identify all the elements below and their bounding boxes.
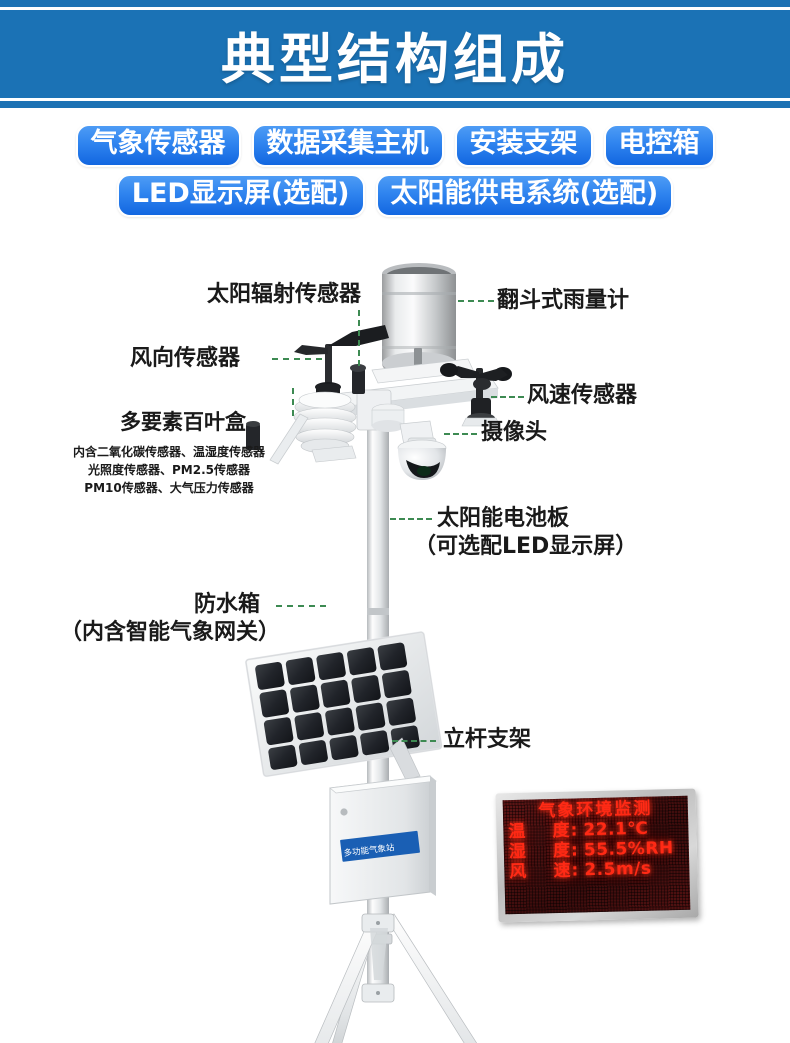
banner-background xyxy=(0,10,790,98)
label-wind-direction-sensor: 风向传感器 xyxy=(130,346,241,371)
tag-solar-power-system[interactable]: 太阳能供电系统(选配) xyxy=(375,174,674,218)
label-camera: 摄像头 xyxy=(481,420,548,445)
leader-wind-speed xyxy=(491,396,524,398)
label-rain-gauge: 翻斗式雨量计 xyxy=(497,288,630,313)
led-temperature-key2: 度: xyxy=(552,820,579,841)
component-tag-row-2: LED显示屏(选配) 太阳能供电系统(选配) xyxy=(0,174,790,218)
label-pole-bracket: 立杆支架 xyxy=(443,727,532,752)
label-solar-panel-line2: （可选配LED显示屏） xyxy=(414,534,638,559)
leader-pole-bracket xyxy=(392,740,436,742)
label-louver-box-detail-1: 内含二氧化碳传感器、温湿度传感器 xyxy=(72,445,265,459)
header-banner: 典型结构组成 xyxy=(0,0,790,112)
weather-station-illustration: 多功能气象站 xyxy=(244,263,512,1043)
banner-top-stripe xyxy=(0,0,790,7)
led-humidity-key2: 度: xyxy=(552,840,580,861)
banner-bottom-stripe xyxy=(0,101,790,108)
label-louver-box-detail-3: PM10传感器、大气压力传感器 xyxy=(84,481,254,495)
weather-station-diagram: 多功能气象站 太阳辐射传感器 风向传感器 翻斗式雨量计 风速传感器 摄像头 多要… xyxy=(0,228,790,1043)
tag-data-acquisition-host[interactable]: 数据采集主机 xyxy=(251,124,444,168)
leader-wind-direction xyxy=(272,358,322,360)
label-solar-panel-line1: 太阳能电池板 xyxy=(437,506,570,531)
leader-rain-gauge xyxy=(458,300,494,302)
page-title: 典型结构组成 xyxy=(221,27,569,91)
tag-control-box[interactable]: 电控箱 xyxy=(603,124,715,168)
leader-waterproof-box xyxy=(276,605,326,607)
led-temperature-key: 温 xyxy=(508,821,526,842)
banner-top-gap xyxy=(0,7,790,10)
leader-solar-panel xyxy=(390,518,432,520)
led-display-board: 气象环境监测 温 度: 22.1℃ 湿 度: 55.5%RH 风 速: 2.5m… xyxy=(495,788,699,923)
label-waterproof-box-line1: 防水箱 xyxy=(194,592,261,617)
leader-solar-radiation xyxy=(358,310,360,366)
component-tag-list: 气象传感器 数据采集主机 安装支架 电控箱 LED显示屏(选配) 太阳能供电系统… xyxy=(0,124,790,224)
led-wind-speed-key2: 速: xyxy=(553,860,580,881)
led-humidity-value: 55.5%RH xyxy=(583,838,674,861)
label-solar-radiation-sensor: 太阳辐射传感器 xyxy=(207,282,362,307)
label-waterproof-box-line2: （内含智能气象网关） xyxy=(60,620,281,645)
leader-louver-box xyxy=(292,388,294,416)
led-wind-speed-value: 2.5m/s xyxy=(584,858,652,881)
tag-led-display[interactable]: LED显示屏(选配) xyxy=(116,174,365,218)
banner-bottom-gap xyxy=(0,98,790,101)
label-louver-box-detail-2: 光照度传感器、PM2.5传感器 xyxy=(88,463,250,477)
label-louver-box-title: 多要素百叶盒 xyxy=(120,410,246,434)
tag-mounting-bracket[interactable]: 安装支架 xyxy=(454,124,593,168)
led-temperature-value: 22.1℃ xyxy=(583,818,649,841)
leader-camera xyxy=(444,433,477,435)
led-display-screen: 气象环境监测 温 度: 22.1℃ 湿 度: 55.5%RH 风 速: 2.5m… xyxy=(502,795,691,915)
label-wind-speed-sensor: 风速传感器 xyxy=(527,383,638,408)
led-row-wind-speed: 风 速: 2.5m/s xyxy=(509,859,684,882)
led-humidity-key: 湿 xyxy=(508,841,527,863)
tag-weather-sensor[interactable]: 气象传感器 xyxy=(75,124,241,168)
component-tag-row-1: 气象传感器 数据采集主机 安装支架 电控箱 xyxy=(0,124,790,168)
led-wind-speed-key: 风 xyxy=(509,861,527,883)
